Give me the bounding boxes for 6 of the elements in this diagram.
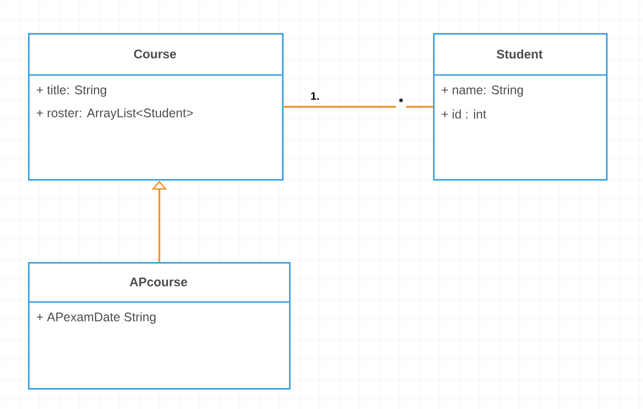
class-box: Course + title: String + roster: ArrayList<Student> (28, 33, 284, 181)
multiplicity-label: 1. (307, 89, 323, 103)
class-box: Student + name: String + id : int (433, 33, 608, 181)
class-box: APcourse + APexamDate String (28, 262, 291, 390)
association-line (284, 106, 433, 108)
multiplicity-label: * (396, 95, 406, 109)
